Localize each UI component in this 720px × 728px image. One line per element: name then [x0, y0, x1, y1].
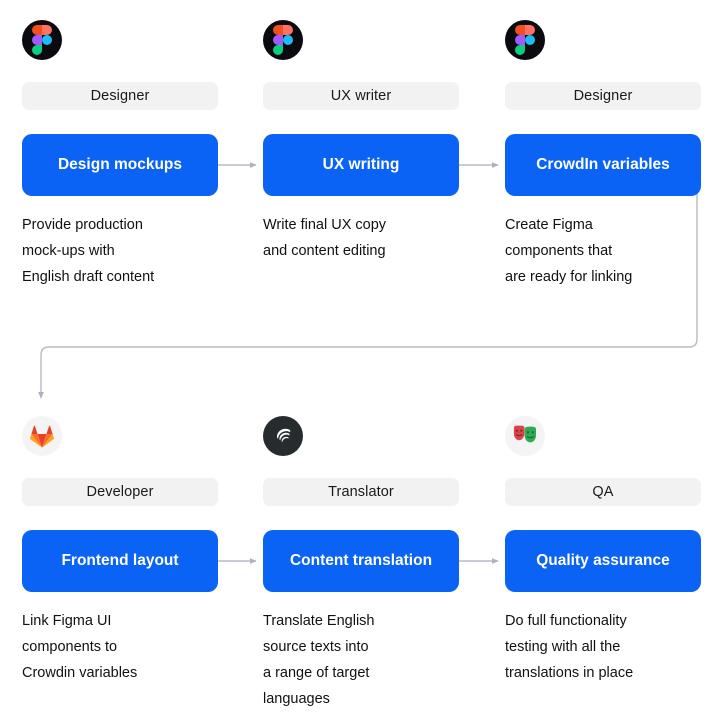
step-description: Create Figma components that are ready f… [505, 217, 633, 285]
role-badge: Translator [263, 478, 459, 506]
step-description: Write final UX copy and content editing [263, 217, 387, 259]
stage-label[interactable]: Content translation [263, 530, 459, 592]
step-description: Do full functionality testing with all t… [505, 613, 634, 681]
role-badge: QA [505, 478, 701, 506]
figma-icon [263, 20, 303, 60]
role-badge: UX writer [263, 82, 459, 110]
stage-label[interactable]: Quality assurance [505, 530, 701, 592]
theater-masks-icon [505, 416, 545, 456]
stage-label[interactable]: Frontend layout [22, 530, 218, 592]
stage-label[interactable]: Design mockups [22, 134, 218, 196]
step-description: Provide production mock-ups with English… [22, 217, 155, 285]
figma-icon [22, 20, 62, 60]
role-badge: Designer [505, 82, 701, 110]
figma-icon [505, 20, 545, 60]
gitlab-icon [22, 416, 62, 456]
stage-label[interactable]: UX writing [263, 134, 459, 196]
role-badge: Developer [22, 478, 218, 506]
stage-label[interactable]: CrowdIn variables [505, 134, 701, 196]
step-description: Translate English source texts into a ra… [263, 613, 375, 707]
step-description: Link Figma UI components to Crowdin vari… [22, 613, 138, 681]
role-badge: Designer [22, 82, 218, 110]
crowdin-icon [263, 416, 303, 456]
